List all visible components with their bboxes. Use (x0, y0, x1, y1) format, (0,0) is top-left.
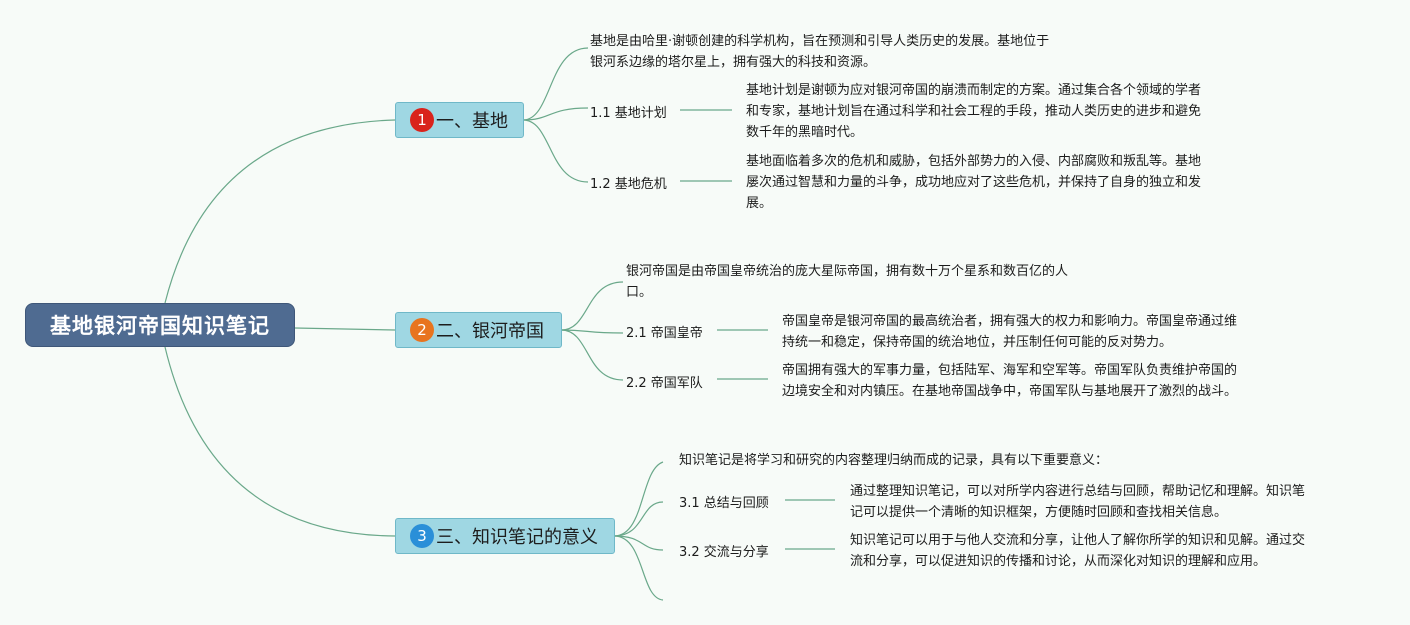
topic-node-1[interactable]: 1 一、基地 (395, 102, 524, 138)
subtopic-3-2[interactable]: 3.2 交流与分享 (679, 545, 769, 560)
connector-topic2-sub1 (560, 329, 624, 334)
connector-root-topic3 (164, 346, 396, 537)
connector-topic2-sub2 (560, 329, 624, 381)
subtopic-1-1[interactable]: 1.1 基地计划 (590, 106, 667, 121)
topic-title: 三、知识笔记的意义 (436, 527, 598, 548)
topic-3-description: 知识笔记是将学习和研究的内容整理归纳而成的记录，具有以下重要意义： (679, 453, 1109, 468)
topic-2-description: 银河帝国是由帝国皇帝统治的庞大星际帝国，拥有数十万个星系和数百亿的人 口。 (626, 264, 1069, 300)
connector-topic2-desc (560, 281, 624, 331)
subtopic-2-2-description: 帝国拥有强大的军事力量，包括陆军、海军和空军等。帝国军队负责维护帝国的 边境安全… (782, 363, 1238, 399)
topic-1-description: 基地是由哈里·谢顿创建的科学机构，旨在预测和引导人类历史的发展。基地位于 银河系… (590, 34, 1050, 70)
topic-title: 一、基地 (436, 111, 508, 132)
root-node[interactable]: 基地银河帝国知识笔记 (25, 303, 295, 347)
connector-topic3-extra (613, 535, 664, 601)
subtopic-2-2[interactable]: 2.2 帝国军队 (626, 376, 703, 391)
subtopic-3-1[interactable]: 3.1 总结与回顾 (679, 496, 769, 511)
subtopic-1-2[interactable]: 1.2 基地危机 (590, 177, 667, 192)
subtopic-3-2-description: 知识笔记可以用于与他人交流和分享，让他人了解你所学的知识和见解。通过交 流和分享… (850, 533, 1306, 569)
number-1-icon: 1 (410, 108, 434, 132)
connector-root-topic1 (164, 119, 396, 304)
number-3-icon: 3 (410, 524, 434, 548)
topic-title: 二、银河帝国 (436, 321, 544, 342)
subtopic-2-1-description: 帝国皇帝是银河帝国的最高统治者，拥有强大的权力和影响力。帝国皇帝通过维 持统一和… (782, 314, 1238, 350)
subtopic-1-1-description: 基地计划是谢顿为应对银河帝国的崩溃而制定的方案。通过集合各个领域的学者 和专家，… (746, 83, 1202, 140)
connector-topic3-desc (613, 461, 664, 537)
connector-topic3-sub1 (613, 501, 664, 537)
connector-topic1-sub2 (522, 119, 589, 183)
topic-node-3[interactable]: 3 三、知识笔记的意义 (395, 518, 615, 554)
connector-root-topic2 (294, 327, 396, 331)
number-2-icon: 2 (410, 318, 434, 342)
topic-node-2[interactable]: 2 二、银河帝国 (395, 312, 562, 348)
connector-topic1-desc (522, 47, 589, 121)
subtopic-1-2-description: 基地面临着多次的危机和威胁，包括外部势力的入侵、内部腐败和叛乱等。基地 屡次通过… (746, 154, 1202, 211)
root-title: 基地银河帝国知识笔记 (50, 314, 270, 338)
subtopic-2-1[interactable]: 2.1 帝国皇帝 (626, 326, 703, 341)
connector-topic3-sub2 (613, 535, 664, 551)
subtopic-3-1-description: 通过整理知识笔记，可以对所学内容进行总结与回顾，帮助记忆和理解。知识笔 记可以提… (850, 484, 1306, 520)
connector-topic1-sub1 (522, 107, 589, 121)
